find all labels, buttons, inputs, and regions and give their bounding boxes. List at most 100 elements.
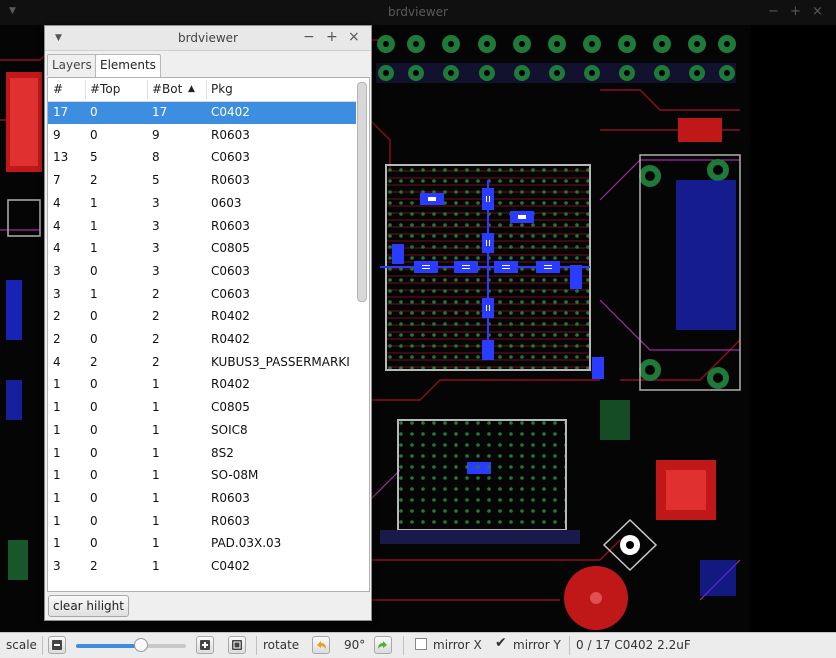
cell-n: 17 xyxy=(53,105,69,119)
cell-bot: 2 xyxy=(152,309,160,324)
cell-bot: 3 xyxy=(152,195,160,210)
cell-n: 2 xyxy=(53,309,61,324)
scale-slider[interactable] xyxy=(76,638,186,652)
cell-bot: 8 xyxy=(152,150,160,165)
zoom-fit-button[interactable] xyxy=(228,636,246,654)
cell-top: 0 xyxy=(90,127,98,142)
column-header-bot[interactable]: #Bot xyxy=(152,82,183,96)
zoom-out-button[interactable] xyxy=(48,636,66,654)
tab-elements[interactable]: Elements xyxy=(95,54,161,77)
zoom-in-button[interactable] xyxy=(196,636,214,654)
dialog-close-icon[interactable]: × xyxy=(348,29,360,45)
cell-n: 1 xyxy=(53,468,61,483)
close-icon[interactable]: × xyxy=(812,4,823,19)
clear-hilight-button[interactable]: clear hilight xyxy=(48,595,129,617)
cell-pkg: C0603 xyxy=(211,286,250,301)
cell-top: 0 xyxy=(90,536,98,551)
cell-top: 5 xyxy=(90,150,98,165)
cell-top: 0 xyxy=(90,513,98,528)
rotation-value: 90° xyxy=(344,638,366,652)
main-window-title: brdviewer xyxy=(388,5,448,19)
cell-top: 0 xyxy=(90,490,98,505)
cell-n: 4 xyxy=(53,195,61,210)
scale-slider-handle[interactable] xyxy=(134,638,149,652)
cell-bot: 17 xyxy=(152,105,168,119)
cell-bot: 1 xyxy=(152,490,160,505)
cell-top: 0 xyxy=(90,400,98,415)
rotate-left-button[interactable] xyxy=(312,636,330,654)
column-header-top[interactable]: #Top xyxy=(90,82,121,96)
column-header-pkg[interactable]: Pkg xyxy=(211,82,233,96)
cell-n: 13 xyxy=(53,150,69,165)
dialog-titlebar[interactable]: ▼ brdviewer − + × xyxy=(45,26,371,51)
cell-pkg: C0805 xyxy=(211,241,250,256)
sort-ascending-icon: ▲ xyxy=(188,84,195,94)
selection-status: 0 / 17 C0402 2.2uF xyxy=(576,638,691,652)
mirror-y-checkbox[interactable]: ✔ xyxy=(495,635,507,651)
main-window-titlebar[interactable]: ▼ brdviewer − + × xyxy=(0,0,836,26)
cell-pkg: SO-08M xyxy=(211,468,259,483)
vertical-scrollbar[interactable] xyxy=(357,82,367,302)
cell-bot: 1 xyxy=(152,400,160,415)
scale-label: scale xyxy=(6,638,37,652)
cell-top: 1 xyxy=(90,218,98,233)
cell-pkg: R0402 xyxy=(211,332,250,346)
mirror-y-label[interactable]: mirror Y xyxy=(513,638,561,652)
cell-pkg: C0603 xyxy=(211,263,250,278)
cell-n: 3 xyxy=(53,286,61,301)
cell-n: 7 xyxy=(53,173,61,188)
cell-top: 0 xyxy=(90,332,98,346)
mirror-x-label[interactable]: mirror X xyxy=(433,638,482,652)
rotate-right-button[interactable] xyxy=(374,636,392,654)
cell-bot: 1 xyxy=(152,468,160,483)
cell-pkg: PAD.03X.03 xyxy=(211,536,282,551)
elements-dialog[interactable]: ▼ brdviewer − + × Layers Elements # #Top… xyxy=(44,25,372,621)
window-menu-icon[interactable]: ▼ xyxy=(9,6,16,16)
cell-pkg: C0402 xyxy=(211,559,250,573)
cell-n: 4 xyxy=(53,354,61,369)
cell-n: 1 xyxy=(53,400,61,415)
dialog-menu-icon[interactable]: ▼ xyxy=(55,33,62,43)
cell-pkg: R0603 xyxy=(211,490,250,505)
maximize-icon[interactable]: + xyxy=(790,4,801,19)
plus-icon xyxy=(200,640,210,650)
table-row[interactable]: 1 0 1 SO-08M xyxy=(48,465,356,487)
cell-top: 0 xyxy=(90,468,98,483)
cell-bot: 1 xyxy=(152,536,160,551)
mirror-x-checkbox[interactable] xyxy=(415,638,427,650)
cell-bot: 3 xyxy=(152,241,160,256)
cell-n: 1 xyxy=(53,422,61,437)
minimize-icon[interactable]: − xyxy=(768,4,779,19)
dialog-maximize-icon[interactable]: + xyxy=(326,29,338,45)
cell-bot: 2 xyxy=(152,332,160,346)
tab-layers[interactable]: Layers xyxy=(47,54,97,76)
column-header-count[interactable]: # xyxy=(53,82,64,96)
cell-top: 2 xyxy=(90,559,98,573)
dialog-minimize-icon[interactable]: − xyxy=(303,29,315,45)
cell-n: 1 xyxy=(53,513,61,528)
cell-bot: 1 xyxy=(152,377,160,392)
cell-bot: 3 xyxy=(152,263,160,278)
cell-bot: 9 xyxy=(152,127,160,142)
